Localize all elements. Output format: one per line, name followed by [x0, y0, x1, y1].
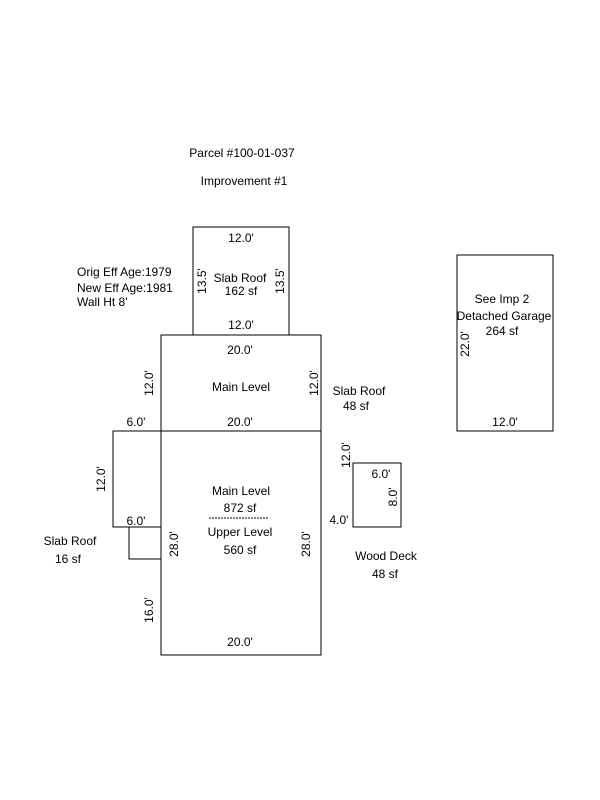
slab-roof-small-name: Slab Roof [44, 534, 97, 548]
upper-level-area: 560 sf [224, 543, 257, 557]
main-level-upper-dim-bottom: 20.0' [227, 415, 253, 429]
garage-outline [456, 254, 554, 432]
main-level-upper-dim-left: 12.0' [142, 370, 156, 396]
left-section-dim-bottom: 6.0' [127, 514, 146, 528]
garage-area: 264 sf [486, 324, 519, 338]
main-level-upper-dim-right: 12.0' [307, 370, 321, 396]
garage-line1: See Imp 2 [475, 292, 530, 306]
wall-height: Wall Ht 8' [77, 295, 128, 309]
main-level-lower-dim-bottom: 20.0' [227, 635, 253, 649]
wood-deck-dim-bottom-offset: 4.0' [330, 513, 349, 527]
slab-roof-top-dim-top: 12.0' [228, 231, 254, 245]
main-level-lower-dim-right: 28.0' [299, 531, 313, 557]
left-section-outline [112, 430, 162, 528]
improvement-label: Improvement #1 [201, 174, 288, 188]
wood-deck-name: Wood Deck [355, 549, 418, 563]
slab-roof-top-name: Slab Roof [214, 271, 267, 285]
parcel-number: Parcel #100-01-037 [189, 146, 295, 160]
wood-deck-dim-top: 6.0' [372, 467, 391, 481]
wood-deck-outline [352, 462, 402, 528]
wood-deck-dim-right: 8.0' [386, 488, 400, 507]
garage-line2: Detached Garage [457, 309, 552, 323]
main-level-upper-dim-top: 20.0' [227, 343, 253, 357]
slab-roof-right-name: Slab Roof [333, 384, 386, 398]
slab-roof-small-outline [128, 526, 162, 560]
wood-deck-area: 48 sf [372, 567, 399, 581]
main-level-lower-name: Main Level [212, 484, 270, 498]
garage-dim-left: 22.0' [458, 331, 472, 357]
main-level-lower-dim-left: 28.0' [167, 531, 181, 557]
upper-level-name: Upper Level [208, 525, 273, 539]
slab-roof-top-dim-left: 13.5' [195, 268, 209, 294]
wood-deck-dim-left-offset: 12.0' [339, 442, 353, 468]
main-level-lower-dim-lower-left: 16.0' [142, 597, 156, 623]
garage-dim-bottom: 12.0' [492, 415, 518, 429]
slab-roof-right-area: 48 sf [343, 399, 370, 413]
main-level-upper-name: Main Level [212, 380, 270, 394]
slab-roof-top-dim-bottom: 12.0' [228, 318, 254, 332]
main-level-lower-area: 872 sf [224, 501, 257, 515]
new-eff-age: New Eff Age:1981 [77, 281, 173, 295]
orig-eff-age: Orig Eff Age:1979 [77, 265, 172, 279]
left-section-dim-left: 12.0' [94, 466, 108, 492]
slab-roof-top-dim-right: 13.5' [273, 268, 287, 294]
slab-roof-small-area: 16 sf [55, 552, 82, 566]
slab-roof-top-area: 162 sf [225, 284, 258, 298]
left-section-dim-top: 6.0' [127, 415, 146, 429]
